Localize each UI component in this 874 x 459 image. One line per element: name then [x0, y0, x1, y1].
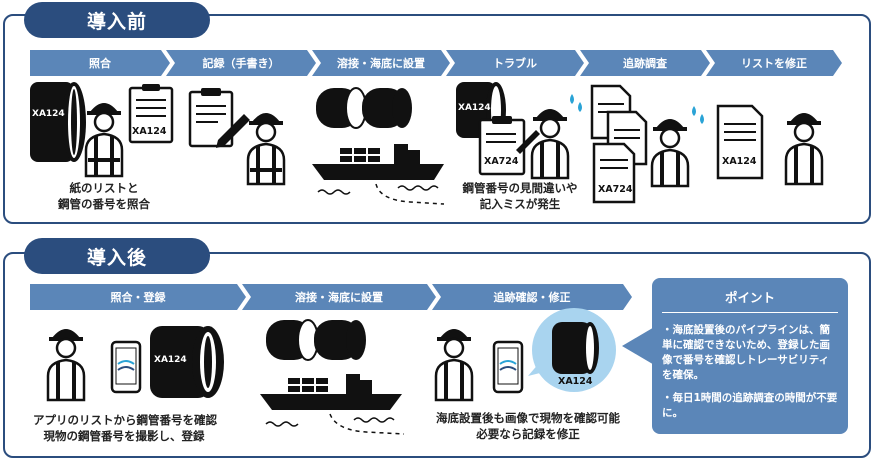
sweat-drops-icon	[570, 94, 582, 112]
before-fix-list-illustration: XA124	[716, 104, 824, 186]
before-step-fix-list: リストを修正	[706, 50, 842, 76]
svg-text:XA124: XA124	[154, 355, 187, 365]
before-trouble-caption-2: 記入ミスが発生	[479, 197, 561, 211]
svg-text:XA724: XA724	[598, 184, 633, 195]
before-step-tracking: 追跡調査	[580, 50, 710, 76]
before-collate-caption-2: 鋼管の番号を照合	[58, 197, 150, 211]
clipboard-pencil-icon	[188, 88, 250, 148]
point-list: ・海底設置後のパイプラインは、簡単に確認できないため、登録した画像で番号を確認し…	[662, 323, 838, 421]
svg-text:XA124: XA124	[132, 126, 167, 137]
document-icon: XA124	[716, 104, 764, 180]
before-step-trouble: トラブル	[446, 50, 584, 76]
paper-list-icon: XA124	[128, 84, 174, 144]
sea-waves-icon	[317, 183, 445, 205]
worker-icon	[246, 113, 286, 186]
svg-text:XA124: XA124	[458, 103, 491, 113]
worker-icon	[84, 103, 124, 178]
after-step-register: 照合・登録	[30, 284, 246, 310]
svg-text:XA124: XA124	[722, 156, 757, 167]
after-register-caption-2: 現物の鋼管番号を撮影し、登録	[43, 429, 205, 443]
worker-icon	[46, 329, 86, 402]
point-item-1: ・海底設置後のパイプラインは、簡単に確認できないため、登録した画像で番号を確認し…	[662, 324, 830, 381]
svg-text:XA124: XA124	[32, 109, 65, 119]
before-tracking-illustration: XA724	[590, 84, 704, 204]
clipboard-pencil-icon: XA724	[478, 116, 540, 176]
smartphone-app-icon	[492, 340, 524, 394]
before-trouble-illustration: XA124 XA724	[456, 82, 582, 180]
point-pointer	[622, 326, 656, 366]
worker-icon	[784, 113, 824, 186]
photo-bubble-icon: XA124	[528, 308, 616, 392]
before-tab: 導入前	[24, 2, 210, 38]
steel-pipe-icon: XA124	[30, 82, 86, 162]
steel-pipe-icon: XA124	[150, 326, 224, 398]
svg-text:XA724: XA724	[484, 156, 519, 167]
steel-pipes-icon	[266, 319, 366, 361]
before-step-weld: 溶接・海底に設置	[312, 50, 450, 76]
pipe-laying-ship-icon	[312, 144, 444, 180]
sweat-drops-icon	[692, 106, 704, 124]
after-tab: 導入後	[24, 238, 210, 274]
after-register-illustration: XA124	[46, 326, 224, 402]
worker-icon	[434, 329, 474, 402]
smartphone-app-icon	[110, 340, 142, 394]
after-step-confirm: 追跡確認・修正	[432, 284, 632, 310]
point-item-2: ・毎日1時間の追跡調査の時間が不要に。	[662, 392, 838, 419]
sea-waves-icon	[265, 413, 405, 435]
before-step-record: 記録（手書き）	[166, 50, 316, 76]
after-confirm-caption-2: 必要なら記録を修正	[476, 427, 580, 441]
point-title: ポイント	[724, 290, 775, 305]
document-stack-icon: XA724	[590, 84, 648, 204]
before-weld-illustration	[312, 87, 445, 205]
before-collate-illustration: XA124 XA124	[30, 82, 174, 178]
svg-text:XA124: XA124	[558, 376, 593, 387]
after-confirm-caption-1: 海底設置後も画像で現物を確認可能	[436, 411, 620, 425]
after-confirm-illustration: XA124	[434, 308, 616, 402]
steel-pipes-icon	[316, 87, 412, 129]
point-box: ポイント ・海底設置後のパイプラインは、簡単に確認できないため、登録した画像で番…	[652, 278, 848, 434]
after-step-weld: 溶接・海底に設置	[242, 284, 436, 310]
before-trouble-caption-1: 鋼管番号の見間違いや	[462, 181, 578, 195]
after-register-caption-1: アプリのリストから鋼管番号を確認	[33, 413, 217, 427]
point-divider	[662, 312, 838, 313]
before-collate-caption-1: 紙のリストと	[69, 181, 139, 195]
before-step-collate: 照合	[30, 50, 170, 76]
worker-icon	[530, 109, 570, 180]
worker-icon	[650, 119, 690, 188]
before-record-illustration	[188, 88, 286, 186]
pipe-laying-ship-icon	[260, 374, 402, 410]
after-weld-illustration	[260, 319, 405, 435]
